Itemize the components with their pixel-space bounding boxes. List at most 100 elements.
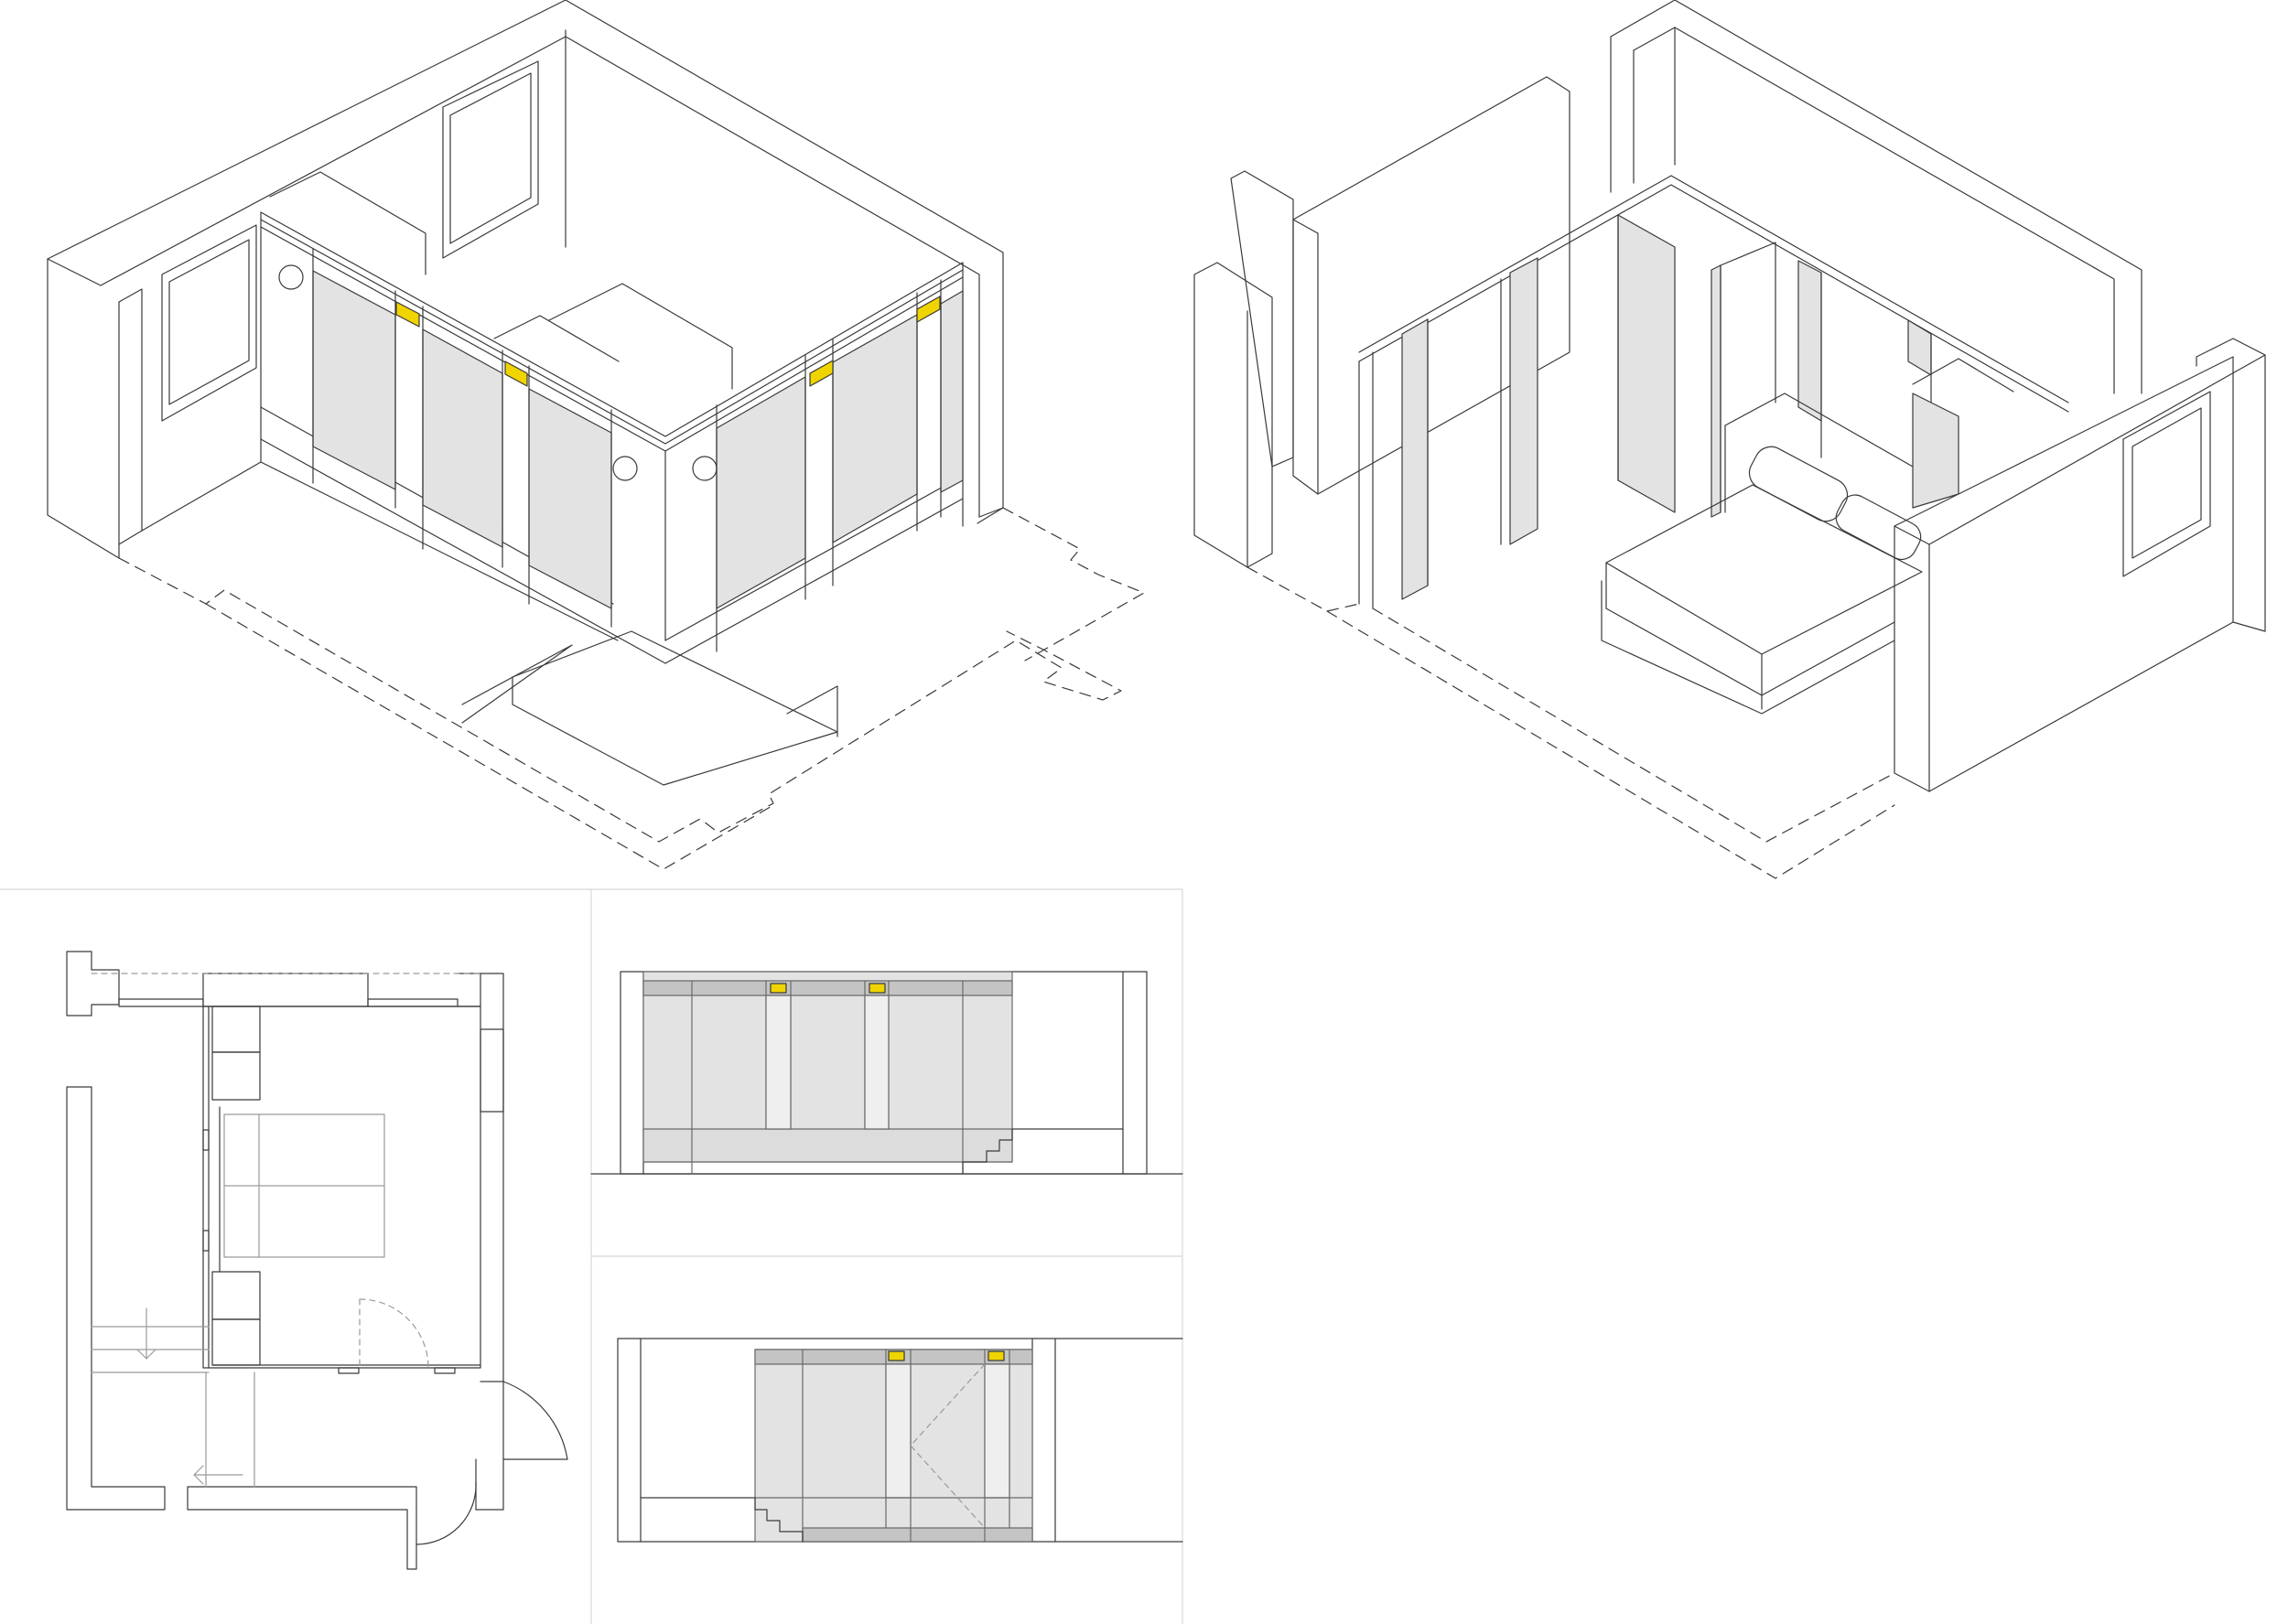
back-box (493, 315, 620, 362)
floor-plan (66, 951, 568, 1570)
back-wall (1610, 0, 2142, 394)
plan-wardrobe-module (211, 1051, 261, 1101)
door-opening-diagonal (910, 1363, 986, 1529)
headboard (1724, 393, 1914, 468)
pillar (1230, 170, 1294, 468)
brand-tag (395, 301, 420, 328)
axonometric-view-left (47, 0, 1145, 870)
plan-room (202, 1006, 481, 1369)
window-right (2122, 391, 2211, 577)
plan-wardrobe (202, 1006, 481, 1374)
elevation-step (962, 1128, 1124, 1175)
brand-tag (988, 1350, 1005, 1361)
wardrobe-plinth (642, 1128, 1013, 1163)
elevation-step (640, 1497, 804, 1543)
wall-outline (47, 36, 980, 286)
window-left-inner (168, 239, 250, 405)
bed-edge (1605, 608, 1763, 696)
door-swing (502, 1381, 568, 1460)
plan-bed (223, 1113, 385, 1258)
sheet-frame (0, 888, 1183, 1624)
wall-outline (118, 288, 143, 545)
wardrobe-top (1358, 175, 2069, 403)
door-swing (416, 1481, 477, 1545)
plan-handle (338, 1367, 360, 1374)
door-swing (359, 1298, 429, 1369)
plan-window (118, 998, 204, 1007)
wardrobe-panel (1907, 319, 1932, 376)
wardrobe-cornice (642, 980, 1013, 996)
elevation-upper (590, 971, 1183, 1175)
bed-mattress (1605, 484, 1923, 655)
wall-outline (47, 0, 1004, 524)
wardrobe-base (260, 461, 619, 641)
wall-outline (47, 258, 120, 559)
wardrobe-plinth (664, 498, 964, 664)
wardrobe-panel (1509, 257, 1538, 545)
wardrobe-column (1720, 242, 1776, 403)
back-box (548, 283, 733, 390)
floor-boundary (1326, 610, 1895, 879)
bed-base (1601, 580, 1895, 715)
wardrobe-niche (1912, 358, 2014, 393)
plan-wall (66, 1086, 166, 1511)
platform-step (786, 685, 838, 737)
floor-boundary (205, 603, 774, 870)
elevation-open-niche (765, 995, 792, 1130)
wall-segment (1292, 76, 1570, 495)
brand-tag (869, 983, 886, 994)
wardrobe-panel (422, 328, 503, 548)
plan-wardrobe-module (211, 1271, 261, 1320)
elevation-open-niche (984, 1363, 1010, 1499)
panel-run-right (716, 290, 964, 609)
wardrobe-panel (528, 388, 612, 609)
plan-wall (202, 973, 369, 1007)
plan-handle (434, 1367, 456, 1374)
wall-lamp-icon (278, 264, 304, 290)
wall-lamp-icon (692, 456, 718, 481)
plan-wardrobe-module (211, 1318, 261, 1366)
arrow-down-icon (136, 1307, 156, 1360)
plan-wall-window-right (480, 1028, 504, 1113)
wardrobe-plinth (802, 1527, 1033, 1543)
plan-window (367, 998, 459, 1007)
wardrobe-base (664, 475, 964, 641)
floor-boundary (1002, 507, 1145, 661)
wall-edge (2196, 338, 2266, 367)
panel-run-left (312, 270, 612, 609)
wall-outline (978, 507, 1004, 518)
plan-wall (480, 973, 504, 1382)
wardrobe-panel (716, 376, 806, 609)
wardrobe-panel (312, 270, 396, 490)
platform (512, 630, 838, 786)
front-wall (1894, 356, 2234, 792)
brand-tag (770, 983, 787, 994)
back-wall (1633, 27, 2115, 394)
pillow (1748, 446, 1849, 522)
pillow (1835, 494, 1922, 561)
brand-tag (504, 360, 528, 387)
elevation-wardrobe (754, 1349, 1033, 1543)
floor-boundary (1247, 566, 1360, 612)
wardrobe-panel (1617, 214, 1676, 513)
wardrobe-panel (1797, 260, 1822, 422)
plan-wall (66, 951, 120, 1016)
window-left (161, 224, 257, 422)
elevation-lower (617, 1338, 1183, 1543)
elevation-open-niche (864, 995, 890, 1130)
back-box (269, 171, 426, 275)
brand-tag (888, 1350, 905, 1361)
brand-tag (916, 296, 941, 323)
wall-edge (141, 461, 262, 532)
wall-edge (1292, 219, 1319, 234)
window-back-inner (449, 72, 532, 244)
wardrobe-panel (1912, 393, 1959, 509)
platform-step (461, 644, 573, 724)
plan-handle (202, 1129, 210, 1151)
floor-boundary (1372, 608, 1895, 843)
arrow-left-icon (193, 1465, 243, 1485)
wardrobe-panel (940, 290, 964, 493)
elevation-open-niche (885, 1363, 912, 1499)
window-back (442, 60, 539, 259)
